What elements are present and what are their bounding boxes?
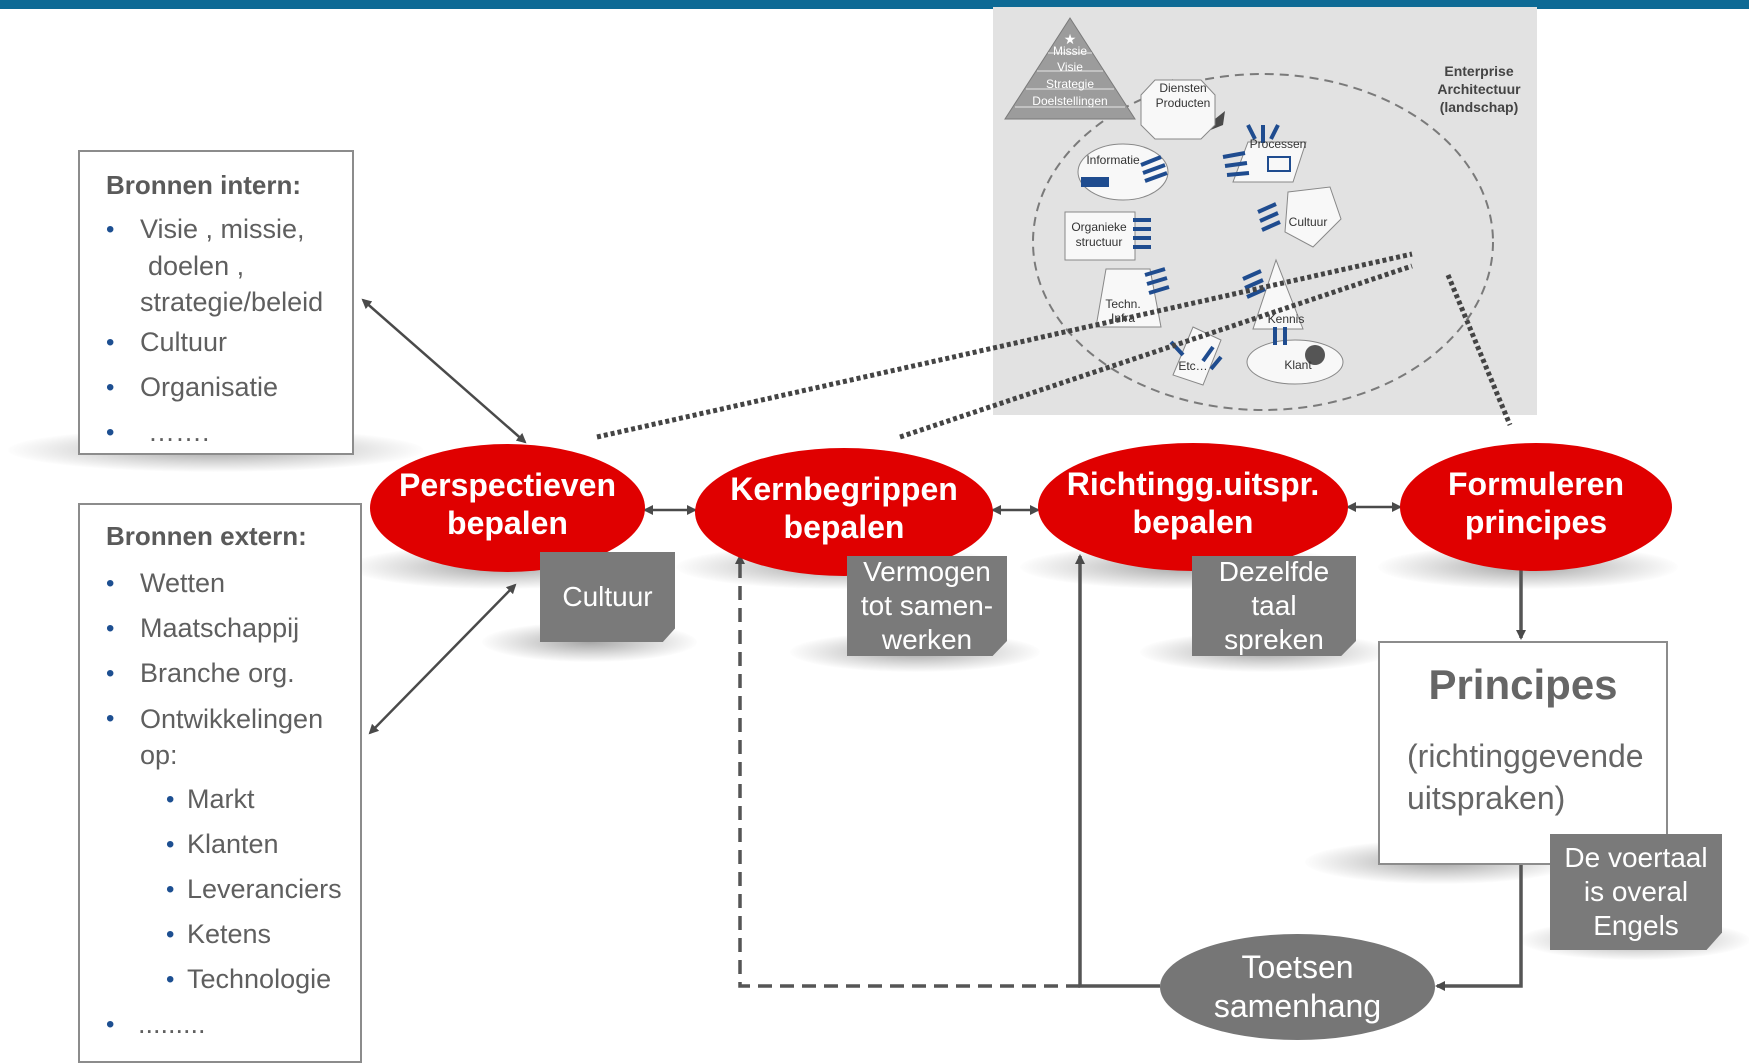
step-line-1: Perspectieven	[398, 467, 616, 503]
list-item: •Technologie	[80, 957, 360, 1002]
list-item: •.........	[80, 1002, 360, 1047]
sources-internal-box: Bronnen intern: •Visie , missie, doelen …	[78, 150, 354, 455]
step-richtinggevende-uitspraken: Richtingg.uitspr.bepalen	[1038, 443, 1348, 571]
principles-title: Principes	[1428, 661, 1618, 708]
pyramid-strategie: Strategie	[1045, 77, 1095, 91]
sources-internal-list: •Visie , missie, doelen , strategie/bele…	[80, 207, 352, 455]
list-item: •Branche org.	[80, 651, 360, 696]
pyramid-doelstellingen: Doelstellingen	[1032, 94, 1108, 108]
ea-cultuur: Cultuur	[1288, 215, 1328, 229]
bullet: •	[106, 374, 115, 401]
svg-text:★: ★	[1064, 32, 1077, 48]
bullet: •	[106, 419, 115, 446]
bullet: •	[106, 329, 115, 356]
list-item: •Klanten	[80, 822, 360, 867]
bullet: •	[106, 216, 115, 243]
ea-title-line-2: Architectuur	[1437, 81, 1521, 97]
bullet: •	[166, 876, 175, 903]
pyramid-visie: Visie	[1057, 60, 1083, 74]
list-item: •Ketens	[80, 912, 360, 957]
ea-informatie: Informatie	[1086, 153, 1140, 167]
step-line-1: Formuleren	[1447, 466, 1625, 502]
list-item: strategie/beleid	[140, 287, 324, 317]
top-bar	[0, 0, 1749, 9]
step-line-2: bepalen	[1132, 504, 1254, 540]
sources-external-list: •Wetten •Maatschappij •Branche org. •Ont…	[80, 561, 360, 1047]
bullet: •	[106, 615, 115, 642]
bullet: •	[106, 1011, 115, 1038]
ea-structuur: structuur	[1075, 235, 1123, 249]
step-line-2: bepalen	[447, 505, 568, 541]
enterprise-architecture-graphic: ★	[1004, 17, 1494, 411]
sources-internal-title: Bronnen intern:	[106, 170, 301, 200]
list-item: •Maatschappij	[80, 606, 360, 651]
principles-subtitle: (richtinggevende uitspraken)	[1407, 738, 1644, 816]
step-line-2: principes	[1464, 504, 1608, 540]
pyramid-missie: Missie	[1052, 44, 1087, 58]
list-item: •Ontwikkelingen	[80, 696, 360, 737]
ea-title-line-1: Enterprise	[1444, 63, 1514, 79]
bullet: •	[106, 660, 115, 687]
list-item: •Cultuur	[80, 320, 352, 365]
sources-external-title: Bronnen extern:	[106, 521, 307, 551]
ea-title-line-3: (landschap)	[1439, 99, 1519, 115]
note-cultuur: Cultuur	[540, 552, 675, 642]
ea-techn: Techn.	[1105, 297, 1141, 311]
list-item: •…….	[80, 410, 352, 455]
ea-processen: Processen	[1249, 137, 1307, 151]
step-line-1: Richtingg.uitspr.	[1066, 466, 1320, 502]
list-item: •Markt	[80, 777, 360, 822]
list-item: op:	[140, 740, 178, 770]
ea-diensten: Diensten	[1159, 81, 1207, 95]
ea-organieke: Organieke	[1071, 220, 1127, 234]
bullet: •	[106, 570, 115, 597]
principles-box: Principes (richtinggevende uitspraken)	[1378, 641, 1668, 865]
sources-external-box: Bronnen extern: •Wetten •Maatschappij •B…	[78, 503, 362, 1063]
ea-kennis: Kennis	[1267, 312, 1305, 326]
ea-klant: Klant	[1284, 358, 1312, 372]
list-item: doelen ,	[148, 251, 245, 281]
list-item: •Organisatie	[80, 365, 352, 410]
ea-producten: Producten	[1155, 96, 1211, 110]
bullet: •	[166, 921, 175, 948]
step-line-2: bepalen	[783, 509, 905, 545]
bullet: •	[106, 705, 115, 732]
ea-title: Enterprise Architectuur (landschap)	[1429, 62, 1529, 116]
enterprise-architecture-picture: ★ Enterprise Architectuur (landschap) M	[993, 7, 1537, 415]
list-item: •Wetten	[80, 561, 360, 606]
list-item: •Visie , missie,	[80, 207, 352, 252]
bullet: •	[166, 831, 175, 858]
bullet: •	[166, 786, 175, 813]
bullet: •	[166, 966, 175, 993]
step-line-1: Kernbegrippen	[730, 471, 958, 507]
ea-etc: Etc…	[1178, 359, 1208, 373]
list-item: •Leveranciers	[80, 867, 360, 912]
